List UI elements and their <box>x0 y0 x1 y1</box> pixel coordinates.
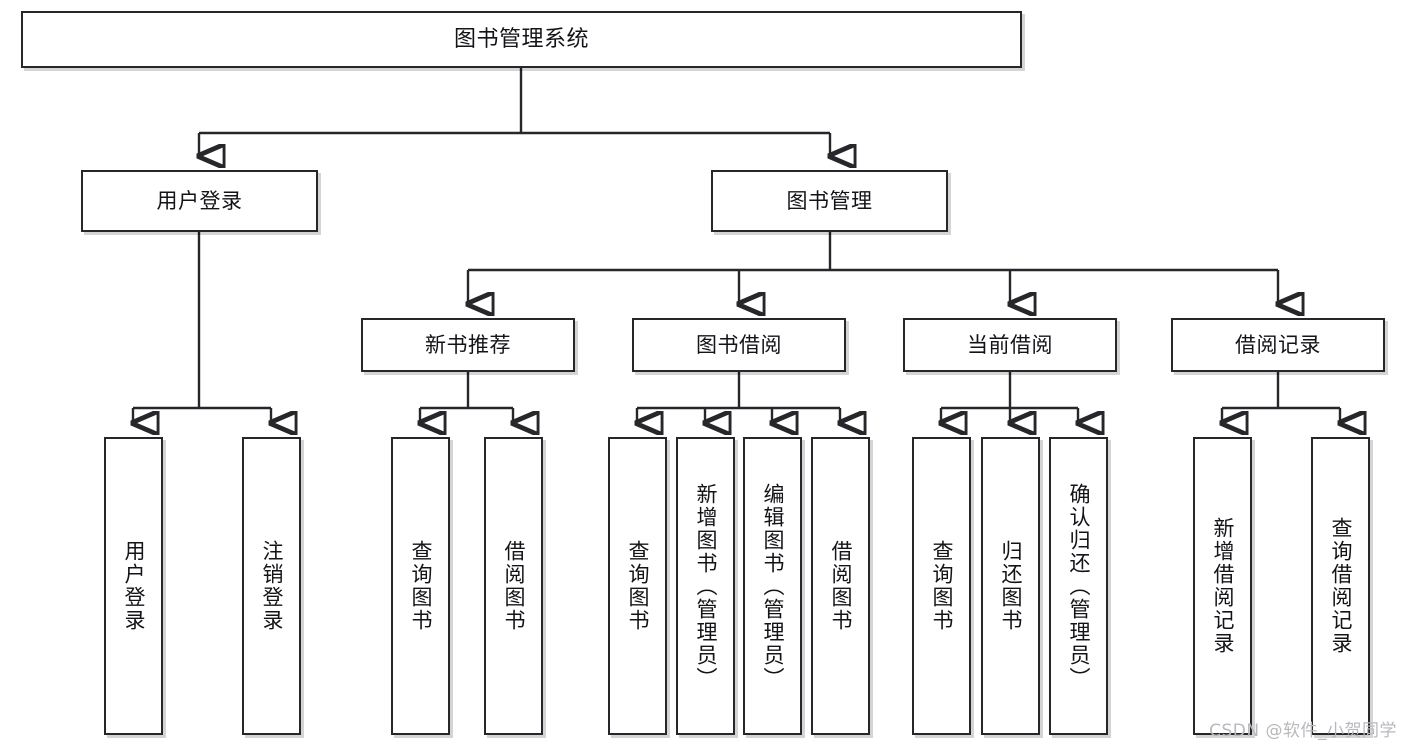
node-label: 新增图书（管理员） <box>694 482 718 690</box>
leaf-book-borrow-edit-book-admin[interactable]: 编辑图书（管理员） <box>743 437 802 735</box>
leaf-book-borrow-add-book-admin[interactable]: 新增图书（管理员） <box>676 437 735 735</box>
leaf-current-borrow-query-book[interactable]: 查询图书 <box>912 437 971 735</box>
node-root-book-management-system[interactable]: 图书管理系统 <box>21 11 1022 68</box>
node-user-login[interactable]: 用户登录 <box>81 170 318 232</box>
node-label: 用户登录 <box>156 188 243 213</box>
node-current-borrow[interactable]: 当前借阅 <box>903 318 1117 372</box>
node-label: 新书推荐 <box>425 332 511 357</box>
leaf-borrow-record-add-record[interactable]: 新增借阅记录 <box>1193 437 1252 735</box>
node-book-management[interactable]: 图书管理 <box>711 170 948 232</box>
leaf-user-login-logout[interactable]: 注销登录 <box>242 437 301 735</box>
node-label: 图书管理 <box>786 188 873 213</box>
node-label: 查询图书 <box>409 540 433 632</box>
leaf-current-borrow-return-book[interactable]: 归还图书 <box>981 437 1040 735</box>
leaf-book-borrow-query-book[interactable]: 查询图书 <box>608 437 667 735</box>
node-label: 当前借阅 <box>967 332 1053 357</box>
leaf-new-book-borrow-book[interactable]: 借阅图书 <box>484 437 543 735</box>
leaf-book-borrow-borrow-book[interactable]: 借阅图书 <box>811 437 870 735</box>
node-label: 图书管理系统 <box>453 26 589 52</box>
node-label: 借阅图书 <box>502 540 526 632</box>
node-book-borrow[interactable]: 图书借阅 <box>632 318 846 372</box>
node-borrow-record[interactable]: 借阅记录 <box>1171 318 1385 372</box>
node-label: 用户登录 <box>122 540 146 632</box>
leaf-borrow-record-query-record[interactable]: 查询借阅记录 <box>1311 437 1370 735</box>
csdn-watermark: CSDN @软件_小贺同学 <box>1209 721 1397 741</box>
node-label: 借阅图书 <box>829 540 853 632</box>
node-label: 归还图书 <box>999 540 1023 632</box>
node-label: 借阅记录 <box>1235 332 1321 357</box>
node-label: 查询图书 <box>930 540 954 632</box>
node-label: 编辑图书（管理员） <box>761 482 785 690</box>
node-label: 注销登录 <box>260 540 284 632</box>
node-new-book-recommend[interactable]: 新书推荐 <box>361 318 575 372</box>
leaf-current-borrow-confirm-return-admin[interactable]: 确认归还（管理员） <box>1049 437 1108 735</box>
node-label: 确认归还（管理员） <box>1067 482 1091 690</box>
leaf-user-login-login[interactable]: 用户登录 <box>104 437 163 735</box>
node-label: 新增借阅记录 <box>1211 517 1235 655</box>
node-label: 查询借阅记录 <box>1329 517 1353 655</box>
node-label: 查询图书 <box>626 540 650 632</box>
node-label: 图书借阅 <box>696 332 782 357</box>
leaf-new-book-query-book[interactable]: 查询图书 <box>391 437 450 735</box>
